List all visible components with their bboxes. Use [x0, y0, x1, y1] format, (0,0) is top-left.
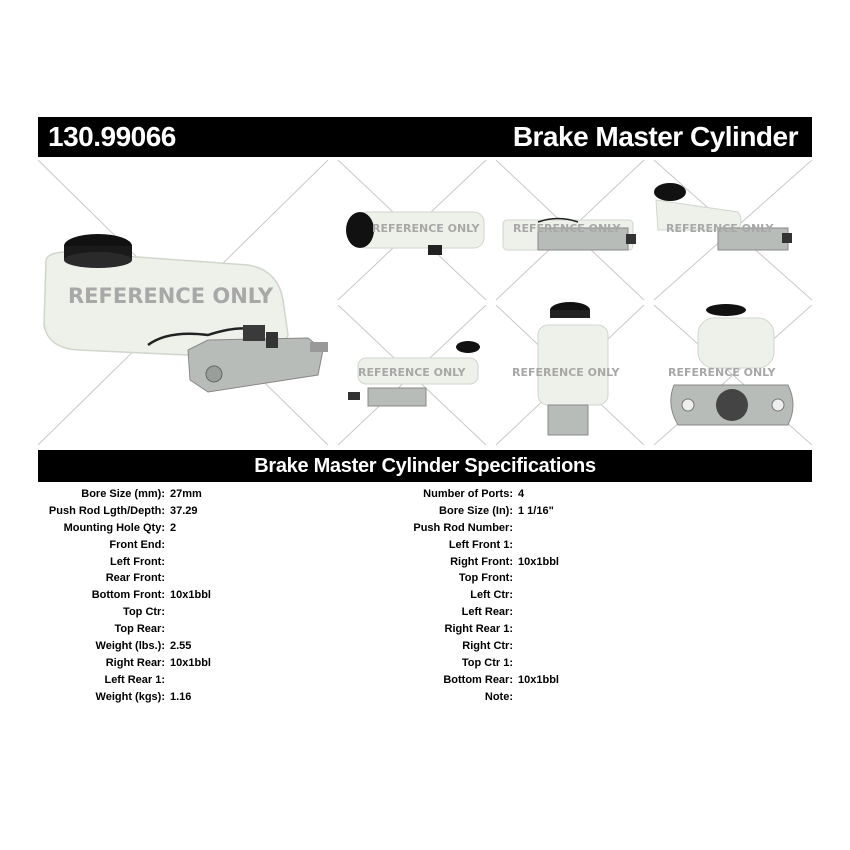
- spec-label: Right Rear 1:: [444, 623, 513, 636]
- spec-label: Left Ctr:: [470, 589, 513, 602]
- spec-label: Left Front:: [110, 555, 165, 568]
- spec-label: Right Rear:: [105, 656, 165, 669]
- spec-label: Bore Size (mm):: [81, 488, 165, 500]
- spec-label: Weight (lbs.):: [95, 640, 165, 653]
- spec-row: Bottom Front: 10x1bbl: [0, 587, 400, 604]
- spec-row: Left Rear 1:: [0, 672, 400, 689]
- spec-row: Bottom Rear: 10x1bbl: [400, 672, 850, 689]
- spec-row: Note:: [400, 689, 850, 706]
- specifications-left-column: Bore Size (mm): 27mm Push Rod Lgth/Depth:…: [0, 486, 400, 706]
- spec-row: Left Front:: [0, 554, 400, 571]
- spec-row: Rear Front:: [0, 570, 400, 587]
- spec-value: 37.29: [170, 504, 198, 517]
- spec-row: Front End:: [0, 537, 400, 554]
- spec-label: Top Rear:: [114, 623, 165, 636]
- spec-value: 4: [518, 488, 525, 500]
- main-product-photo: REFERENCE ONLY: [43, 234, 328, 393]
- svg-text:REFERENCE ONLY: REFERENCE ONLY: [513, 222, 621, 235]
- spec-value: 10x1bbl: [170, 589, 211, 602]
- spec-label: Mounting Hole Qty:: [63, 521, 165, 534]
- title-bar: 130.99066 Brake Master Cylinder: [38, 117, 812, 157]
- spec-value: 27mm: [170, 488, 202, 500]
- spec-label: Bore Size (In):: [439, 504, 513, 517]
- spec-value: 10x1bbl: [518, 673, 559, 686]
- spec-row: Left Front 1:: [400, 537, 850, 554]
- spec-label: Push Rod Number:: [413, 521, 513, 534]
- product-photo-angle-view: REFERENCE ONLY: [654, 183, 792, 251]
- spec-label: Right Front:: [450, 555, 513, 568]
- product-photo-gallery: REFERENCE ONLY REFERENCE ONLY REFERENCE …: [38, 160, 812, 445]
- spec-row: Bore Size (In): 1 1/16": [400, 503, 850, 520]
- spec-row: Left Ctr:: [400, 587, 850, 604]
- specifications-title-bar: Brake Master Cylinder Specifications: [38, 450, 812, 482]
- specifications-title: Brake Master Cylinder Specifications: [254, 455, 596, 477]
- spec-row: Weight (kgs): 1.16: [0, 689, 400, 706]
- product-photo-rear-view: REFERENCE ONLY: [348, 341, 480, 407]
- spec-row: Push Rod Number:: [400, 520, 850, 537]
- svg-text:REFERENCE ONLY: REFERENCE ONLY: [372, 222, 480, 235]
- spec-value: 1.16: [170, 690, 192, 703]
- spec-label: Left Rear:: [461, 606, 513, 619]
- spec-row: Push Rod Lgth/Depth: 37.29: [0, 503, 400, 520]
- spec-row: Top Front:: [400, 570, 850, 587]
- spec-label: Right Ctr:: [462, 640, 513, 653]
- spec-row: Right Rear: 10x1bbl: [0, 655, 400, 672]
- spec-value: 10x1bbl: [518, 555, 559, 568]
- product-photo-top-view: REFERENCE ONLY: [346, 211, 485, 255]
- spec-row: Top Rear:: [0, 621, 400, 638]
- spec-row: Top Ctr:: [0, 604, 400, 621]
- spec-row: Bore Size (mm): 27mm: [0, 486, 400, 503]
- spec-value: 1 1/16": [518, 504, 554, 517]
- spec-row: Left Rear:: [400, 604, 850, 621]
- product-photo-side-view: REFERENCE ONLY: [502, 217, 636, 251]
- spec-row: Mounting Hole Qty: 2: [0, 520, 400, 537]
- product-photo-end-view: REFERENCE ONLY: [668, 304, 794, 426]
- spec-label: Push Rod Lgth/Depth:: [48, 504, 165, 517]
- spec-label: Number of Ports:: [423, 488, 513, 500]
- spec-value: 2: [170, 521, 177, 534]
- spec-row: Right Rear 1:: [400, 621, 850, 638]
- spec-label: Top Ctr:: [123, 606, 165, 619]
- specifications-right-column: Number of Ports: 4 Bore Size (In): 1 1/16"…: [400, 486, 850, 706]
- spec-label: Bottom Front:: [91, 589, 165, 602]
- spec-row: Number of Ports: 4: [400, 486, 850, 503]
- spec-label: Weight (kgs):: [95, 690, 165, 703]
- watermark-text: REFERENCE ONLY: [68, 284, 274, 308]
- spec-label: Left Rear 1:: [104, 673, 165, 686]
- spec-value: 2.55: [170, 640, 192, 653]
- product-title: Brake Master Cylinder: [512, 121, 799, 152]
- svg-text:REFERENCE ONLY: REFERENCE ONLY: [668, 366, 776, 379]
- part-number: 130.99066: [48, 121, 176, 152]
- spec-label: Bottom Rear:: [443, 673, 513, 686]
- spec-row: Top Ctr 1:: [400, 655, 850, 672]
- spec-value: 10x1bbl: [170, 656, 211, 669]
- spec-label: Front End:: [109, 538, 165, 551]
- spec-label: Top Ctr 1:: [461, 656, 513, 669]
- product-photo-front-view: REFERENCE ONLY: [512, 302, 620, 436]
- spec-label: Note:: [484, 690, 513, 703]
- spec-row: Weight (lbs.): 2.55: [0, 638, 400, 655]
- spec-row: Right Front: 10x1bbl: [400, 554, 850, 571]
- svg-text:REFERENCE ONLY: REFERENCE ONLY: [358, 366, 466, 379]
- spec-label: Left Front 1:: [448, 538, 513, 551]
- svg-text:REFERENCE ONLY: REFERENCE ONLY: [666, 222, 774, 235]
- spec-row: Right Ctr:: [400, 638, 850, 655]
- svg-text:REFERENCE ONLY: REFERENCE ONLY: [512, 366, 620, 379]
- spec-label: Top Front:: [458, 572, 513, 585]
- spec-label: Rear Front:: [105, 572, 165, 585]
